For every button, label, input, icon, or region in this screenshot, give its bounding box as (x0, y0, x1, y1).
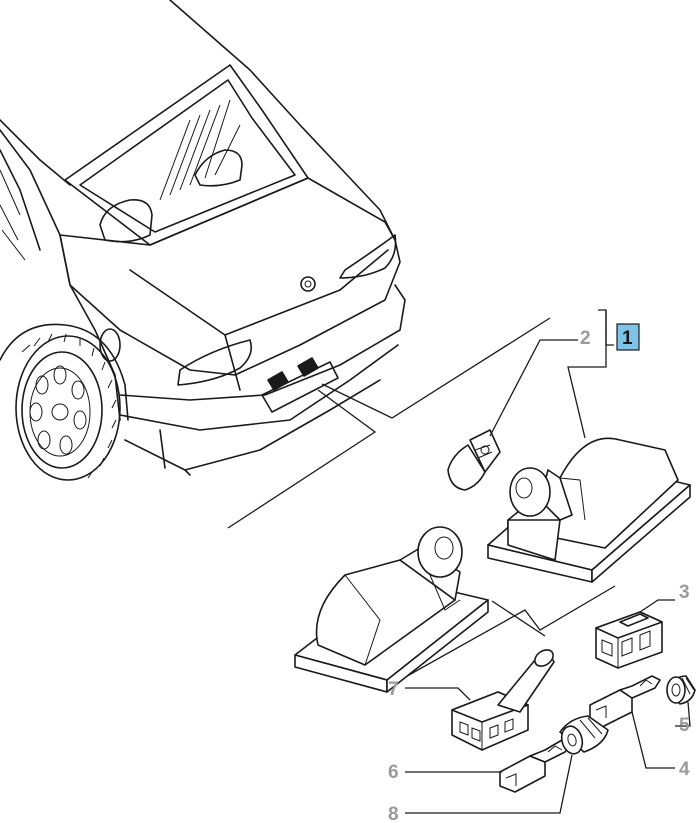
callout-3: 3 (679, 582, 690, 603)
number-plate-lamp-lower (294, 526, 489, 693)
car-rear-illustration (0, 0, 406, 481)
grommet-8 (559, 715, 609, 755)
number-plate-lamp-upper (487, 437, 691, 583)
callout-6: 6 (388, 762, 399, 783)
callout-1-highlight (616, 323, 640, 351)
connector-housing (595, 611, 663, 669)
callout-5: 5 (679, 715, 690, 736)
callout-8: 8 (388, 804, 399, 823)
terminal-4 (589, 675, 661, 728)
bulb (447, 429, 501, 491)
leader-lines (405, 309, 691, 814)
callout-7: 7 (388, 679, 399, 700)
connector-with-cap (451, 649, 555, 751)
callout-2: 2 (580, 328, 591, 349)
terminal-6 (499, 739, 571, 793)
callout-4: 4 (679, 759, 690, 780)
guide-lines (227, 317, 616, 681)
grommet-5 (666, 675, 696, 705)
callout-1: 1 (622, 328, 633, 349)
